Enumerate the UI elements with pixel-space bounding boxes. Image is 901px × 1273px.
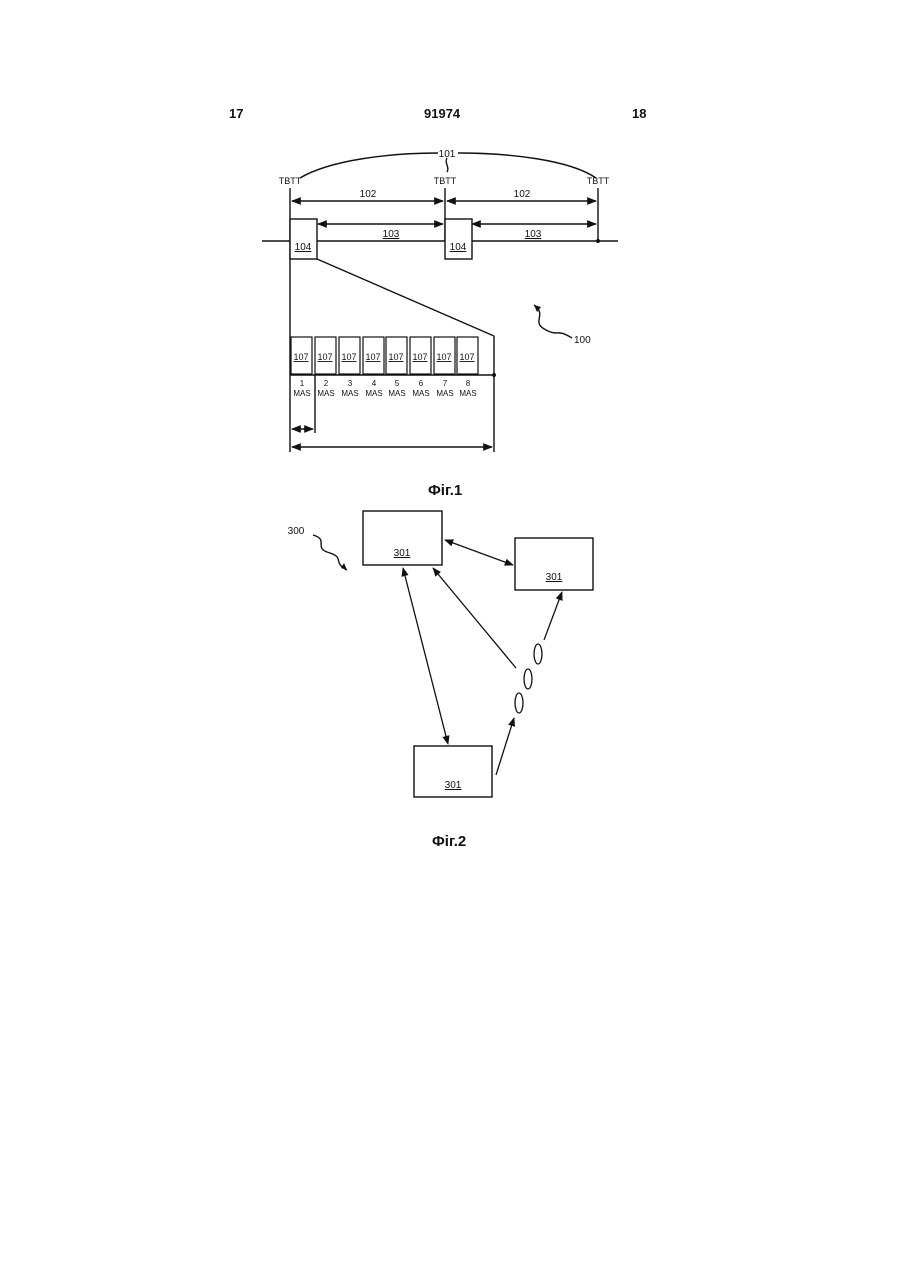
slot-number-8: 8 — [466, 379, 471, 388]
device-ref-right: 301 — [546, 572, 563, 583]
ellipsis-dot-1 — [534, 644, 542, 664]
beacon-box-2 — [445, 219, 472, 259]
figure-300-squiggle — [313, 535, 347, 570]
span-tick — [446, 158, 448, 172]
link-bottom-ellipsis — [496, 718, 514, 775]
link-right-ellipsis — [544, 592, 562, 640]
link-top-bottom — [403, 568, 448, 744]
tbtt-label-2: TBTT — [434, 176, 457, 186]
mas-label-1: MAS — [293, 389, 310, 398]
slot-ref-8: 107 — [459, 352, 474, 362]
slot-ref-4: 107 — [365, 352, 380, 362]
ref-103-b: 103 — [525, 229, 542, 240]
ref-101: 101 — [439, 149, 456, 160]
superframe-span-arc-right — [458, 153, 596, 178]
ellipsis-dot-2 — [524, 669, 532, 689]
mas-label-8: MAS — [459, 389, 476, 398]
tbtt-label-3: TBTT — [587, 176, 610, 186]
slot-ref-2: 107 — [317, 352, 332, 362]
device-ref-top: 301 — [394, 548, 411, 559]
figure-2-caption: Фiг.2 — [432, 833, 466, 850]
ref-103-a: 103 — [383, 229, 400, 240]
figure-100-squiggle — [534, 305, 572, 338]
slot-ref-7: 107 — [436, 352, 451, 362]
slot-ref-3: 107 — [341, 352, 356, 362]
ref-102-a: 102 — [360, 189, 377, 200]
tbtt-label-1: TBTT — [279, 176, 302, 186]
mas-label-4: MAS — [365, 389, 382, 398]
device-ref-bottom: 301 — [445, 780, 462, 791]
mas-label-7: MAS — [436, 389, 453, 398]
slot-ref-6: 107 — [412, 352, 427, 362]
figure-1-caption: Фiг.1 — [428, 482, 462, 499]
slot-number-4: 4 — [372, 379, 377, 388]
mas-label-5: MAS — [388, 389, 405, 398]
ref-104-a: 104 — [295, 242, 312, 253]
link-top-right — [445, 540, 513, 565]
ref-300: 300 — [288, 526, 305, 537]
mas-label-2: MAS — [317, 389, 334, 398]
slot-number-5: 5 — [395, 379, 400, 388]
ref-104-b: 104 — [450, 242, 467, 253]
slot-ref-5: 107 — [388, 352, 403, 362]
link-top-ellipsis — [433, 568, 516, 668]
slot-number-2: 2 — [324, 379, 329, 388]
slot-number-7: 7 — [443, 379, 448, 388]
ref-100: 100 — [574, 335, 591, 346]
superframe-span-arc — [300, 153, 438, 178]
mas-label-6: MAS — [412, 389, 429, 398]
slot-number-6: 6 — [419, 379, 424, 388]
slot-number-1: 1 — [300, 379, 305, 388]
slot-ref-1: 107 — [293, 352, 308, 362]
mas-label-3: MAS — [341, 389, 358, 398]
ellipsis-dot-3 — [515, 693, 523, 713]
ref-102-b: 102 — [514, 189, 531, 200]
slot-number-3: 3 — [348, 379, 353, 388]
zoom-line — [317, 259, 494, 336]
beacon-box-1 — [290, 219, 317, 259]
